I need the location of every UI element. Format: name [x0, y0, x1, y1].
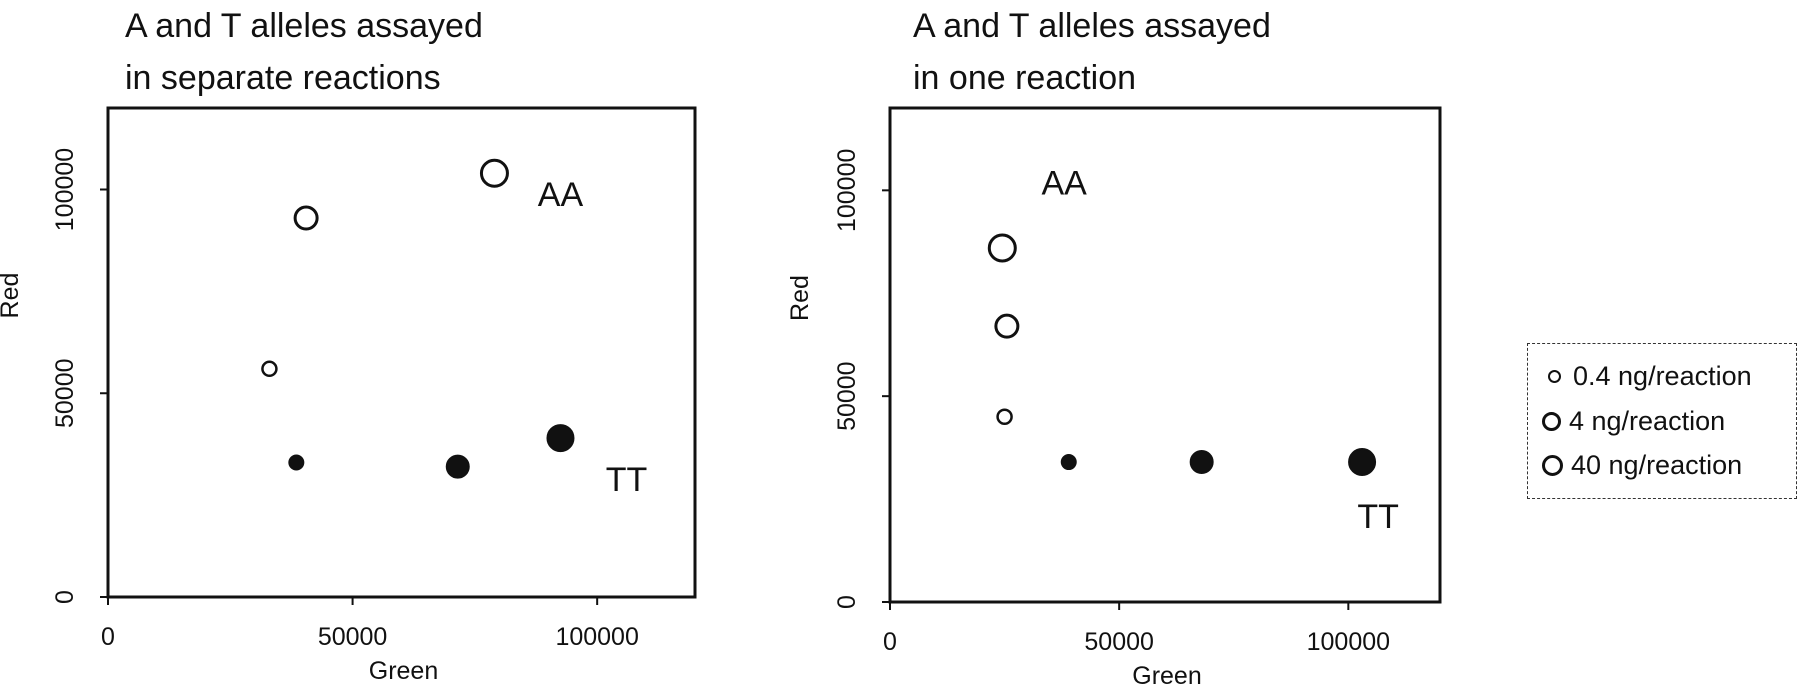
chart-panel-one-reaction: A and T alleles assayed in one reaction … [790, 0, 1580, 694]
y-tick-label: 50000 [833, 361, 861, 431]
data-point-aa [293, 205, 319, 231]
data-point-tt [288, 454, 305, 471]
data-point-tt [1189, 450, 1214, 475]
chart-title: A and T alleles assayed in one reaction [913, 7, 1271, 97]
y-axis-label: Red [790, 275, 814, 321]
legend: 0.4 ng/reaction 4 ng/reaction 40 ng/reac… [1527, 343, 1797, 499]
data-point-aa [479, 158, 509, 188]
data-point-aa [996, 408, 1013, 425]
medium-open-circle-icon [1542, 411, 1561, 431]
x-tick-label: 50000 [318, 623, 388, 651]
plot-frame [888, 106, 1442, 604]
y-tick-label: 100000 [833, 149, 861, 232]
data-point-tt [1348, 448, 1377, 477]
genotype-label: AA [538, 176, 584, 214]
large-open-circle-icon [1542, 454, 1563, 476]
genotype-label: TT [1357, 498, 1399, 536]
legend-label: 0.4 ng/reaction [1573, 360, 1752, 391]
chart-title: A and T alleles assayed in separate reac… [125, 7, 483, 97]
data-point-tt [546, 424, 575, 453]
data-point-aa [987, 233, 1017, 263]
legend-label: 4 ng/reaction [1569, 405, 1726, 436]
data-point-tt [1060, 454, 1077, 471]
x-tick-label: 100000 [555, 623, 638, 651]
data-point-aa [261, 360, 278, 378]
data-point-tt [445, 454, 470, 479]
y-tick-label: 50000 [51, 358, 79, 428]
x-axis-label: Green [1132, 662, 1201, 690]
genotype-label: AA [1041, 164, 1087, 202]
genotype-label: TT [606, 461, 648, 499]
legend-label: 40 ng/reaction [1571, 449, 1743, 480]
legend-item-40ng: 40 ng/reaction [1542, 445, 1742, 485]
x-axis-label: Green [369, 657, 438, 685]
plot-frame [106, 106, 697, 599]
y-axis-label: Red [0, 273, 24, 319]
y-tick-label: 0 [833, 595, 861, 609]
x-tick-label: 0 [883, 628, 897, 656]
legend-item-0-4ng: 0.4 ng/reaction [1542, 356, 1752, 396]
y-tick-label: 0 [51, 590, 79, 604]
x-tick-label: 50000 [1084, 628, 1154, 656]
small-open-circle-icon [1548, 369, 1561, 383]
x-tick-label: 0 [101, 623, 115, 651]
legend-item-4ng: 4 ng/reaction [1542, 401, 1725, 441]
x-tick-label: 100000 [1307, 628, 1390, 656]
y-tick-label: 100000 [51, 148, 79, 231]
chart-panel-separate-reactions: A and T alleles assayed in separate reac… [0, 0, 790, 694]
data-point-aa [994, 313, 1020, 339]
